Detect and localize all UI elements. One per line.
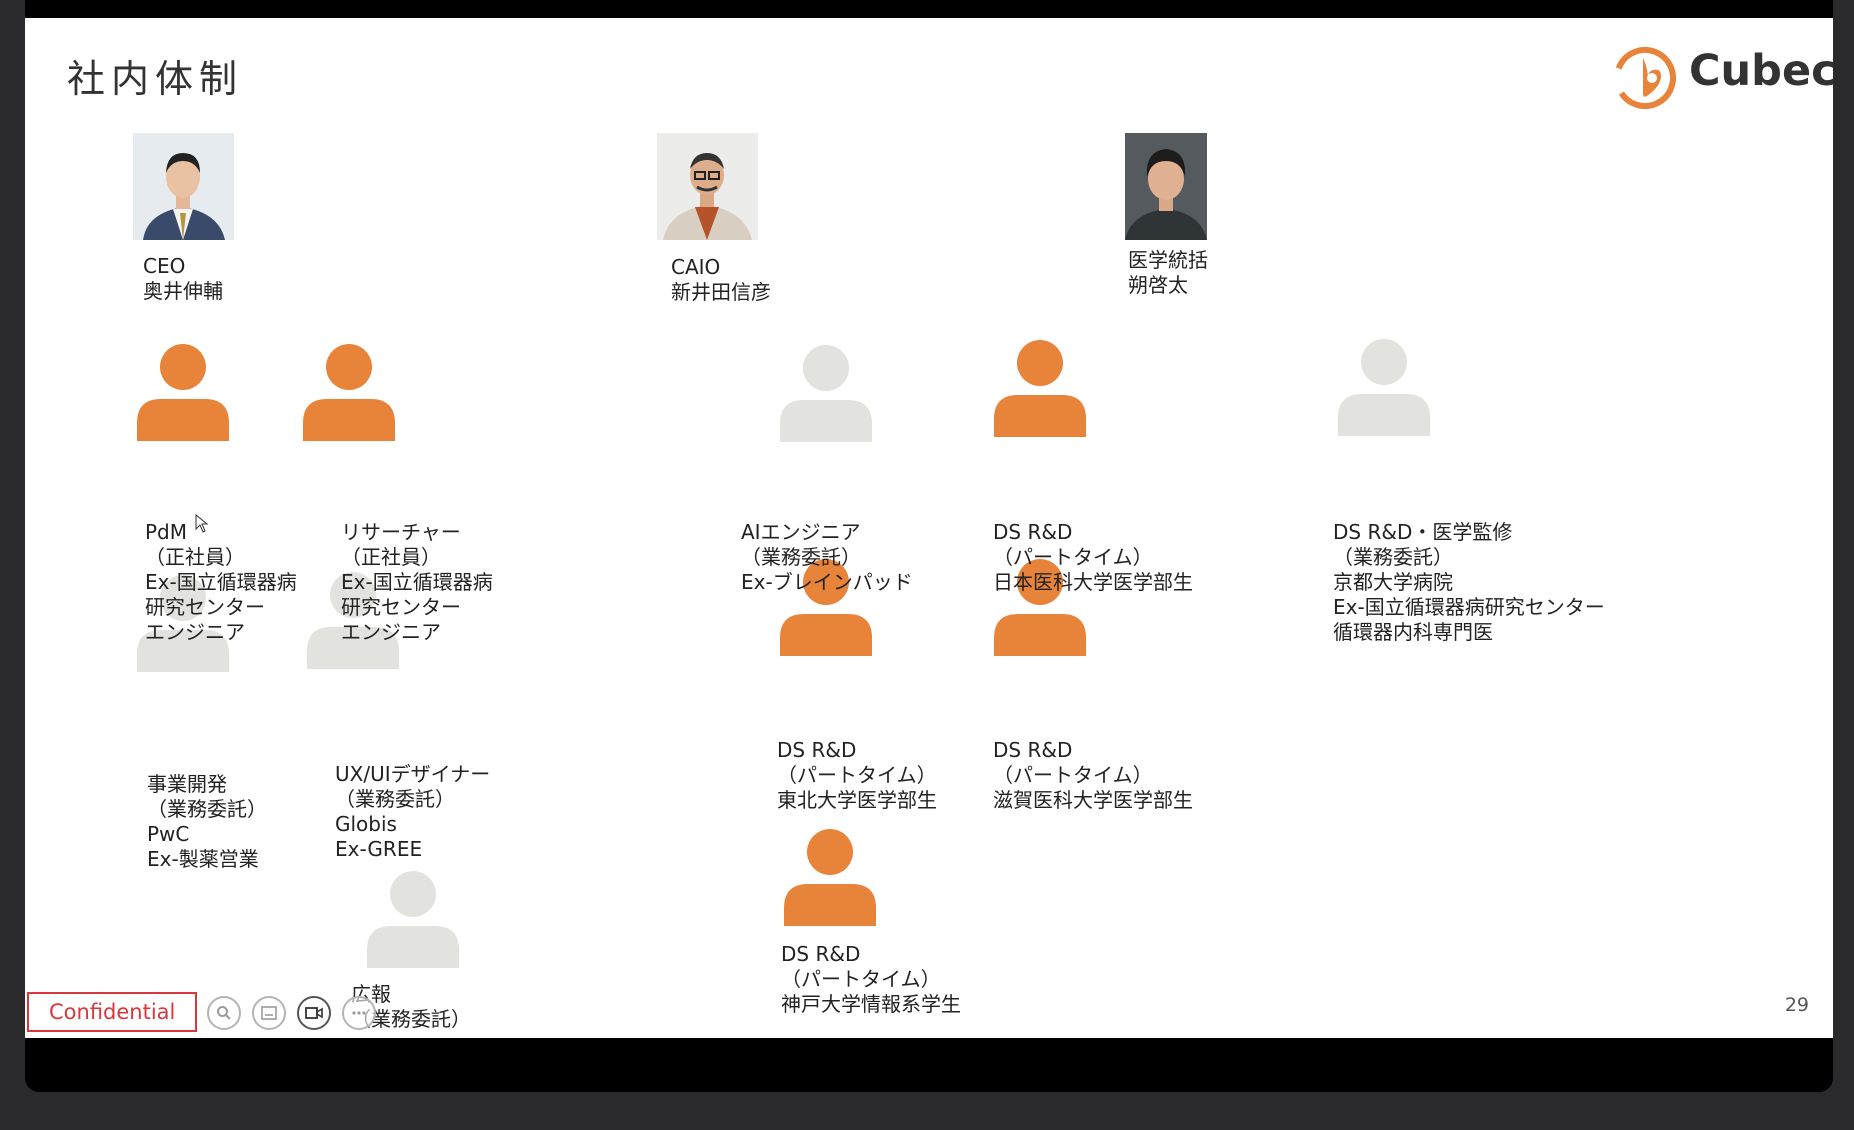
ceo-label: CEO 奥井伸輔 xyxy=(143,254,223,304)
subtitle-icon[interactable] xyxy=(252,996,286,1030)
member-line: 神戸大学情報系学生 xyxy=(781,992,961,1016)
member-line: （業務委託） xyxy=(147,797,267,821)
company-logo: Cubec xyxy=(1605,30,1833,120)
member-line: （パートタイム） xyxy=(777,763,937,787)
medical-director-role: 医学統括 xyxy=(1128,248,1208,272)
member-line: PdM xyxy=(145,520,188,544)
caio-label: CAIO 新井田信彦 xyxy=(671,255,771,305)
member-line: DS R&D xyxy=(993,738,1073,762)
member-dsrd-medical-label: DS R&D・医学監修 （業務委託） 京都大学病院 Ex-国立循環器病研究センタ… xyxy=(1333,520,1605,645)
member-line: 東北大学医学部生 xyxy=(777,788,937,812)
member-line: DS R&D xyxy=(777,738,857,762)
member-line: （パートタイム） xyxy=(993,763,1153,787)
member-line: エンジニア xyxy=(145,620,245,644)
caio-role: CAIO xyxy=(671,255,721,279)
caio-name: 新井田信彦 xyxy=(671,280,771,304)
member-line: （正社員） xyxy=(145,545,245,569)
member-line: Ex-ブレインパッド xyxy=(741,570,913,594)
member-line: 研究センター xyxy=(341,595,461,619)
orange-person-icon xyxy=(994,558,1086,656)
member-line: Ex-国立循環器病 xyxy=(145,570,297,594)
member-line: リサーチャー xyxy=(341,520,461,544)
cubec-logo-icon xyxy=(1614,47,1676,110)
member-line: 滋賀医科大学医学部生 xyxy=(993,788,1193,812)
member-line: （パートタイム） xyxy=(993,545,1153,569)
member-dsrd-nms-label: DS R&D （パートタイム） 日本医科大学医学部生 xyxy=(993,520,1193,595)
slide: 社内体制 Cubec xyxy=(25,18,1833,1038)
member-pdm-label: PdM （正社員） Ex-国立循環器病 研究センター エンジニア xyxy=(145,520,297,645)
member-dsrd-shiga-label: DS R&D （パートタイム） 滋賀医科大学医学部生 xyxy=(993,738,1193,813)
confidential-badge: Confidential xyxy=(27,992,197,1032)
page-number: 29 xyxy=(1784,994,1809,1016)
medical-director-label: 医学統括 朔啓太 xyxy=(1128,248,1208,298)
member-line: （業務委託） xyxy=(1333,545,1453,569)
gray-person-icon xyxy=(367,870,459,968)
medical-director-name: 朔啓太 xyxy=(1128,273,1188,297)
gray-person-icon xyxy=(1338,338,1430,436)
member-line: 京都大学病院 xyxy=(1333,570,1453,594)
member-line: DS R&D・医学監修 xyxy=(1333,520,1513,544)
member-researcher-label: リサーチャー （正社員） Ex-国立循環器病 研究センター エンジニア xyxy=(341,520,493,645)
member-line: AIエンジニア xyxy=(741,520,861,544)
orange-person-icon xyxy=(780,558,872,656)
ceo-name: 奥井伸輔 xyxy=(143,279,223,303)
logo-text: Cubec xyxy=(1689,46,1833,96)
orange-person-icon xyxy=(994,339,1086,437)
member-line: （業務委託） xyxy=(741,545,861,569)
member-ai-engineer-label: AIエンジニア （業務委託） Ex-ブレインパッド xyxy=(741,520,913,595)
member-line: エンジニア xyxy=(341,620,441,644)
member-line: （パートタイム） xyxy=(781,967,941,991)
more-icon[interactable] xyxy=(342,996,376,1030)
member-line: Globis xyxy=(335,812,397,836)
member-line: （正社員） xyxy=(341,545,441,569)
orange-person-icon xyxy=(137,343,229,441)
member-line: 日本医科大学医学部生 xyxy=(993,570,1193,594)
member-line: Ex-国立循環器病 xyxy=(341,570,493,594)
member-designer-label: UX/UIデザイナー （業務委託） Globis Ex-GREE xyxy=(335,762,490,862)
gray-person-icon xyxy=(307,571,399,669)
gray-person-icon xyxy=(780,344,872,442)
member-line: 事業開発 xyxy=(147,772,227,796)
caio-photo xyxy=(657,133,758,240)
member-line: Ex-GREE xyxy=(335,837,423,861)
member-bizdev-label: 事業開発 （業務委託） PwC Ex-製薬営業 xyxy=(147,772,267,872)
member-line: Ex-製薬営業 xyxy=(147,847,259,871)
member-line: UX/UIデザイナー xyxy=(335,762,491,786)
member-line: DS R&D xyxy=(993,520,1073,544)
gray-person-icon xyxy=(137,574,229,672)
orange-person-icon xyxy=(784,828,876,926)
presentation-toolbar xyxy=(207,996,376,1032)
member-line: （業務委託） xyxy=(335,787,455,811)
member-line: DS R&D xyxy=(781,942,861,966)
member-dsrd-tohoku-label: DS R&D （パートタイム） 東北大学医学部生 xyxy=(777,738,937,813)
mouse-cursor-icon xyxy=(195,514,209,533)
member-line: 循環器内科専門医 xyxy=(1333,620,1493,644)
medical-director-photo xyxy=(1125,133,1207,240)
member-line: PwC xyxy=(147,822,190,846)
ceo-role: CEO xyxy=(143,254,186,278)
member-dsrd-kobe-label: DS R&D （パートタイム） 神戸大学情報系学生 xyxy=(781,942,961,1017)
camera-icon[interactable] xyxy=(297,996,331,1030)
member-line: 研究センター xyxy=(145,595,265,619)
ceo-photo xyxy=(133,133,234,240)
orange-person-icon xyxy=(303,343,395,441)
member-line: Ex-国立循環器病研究センター xyxy=(1333,595,1605,619)
search-icon[interactable] xyxy=(207,996,241,1030)
slide-title: 社内体制 xyxy=(67,57,244,101)
